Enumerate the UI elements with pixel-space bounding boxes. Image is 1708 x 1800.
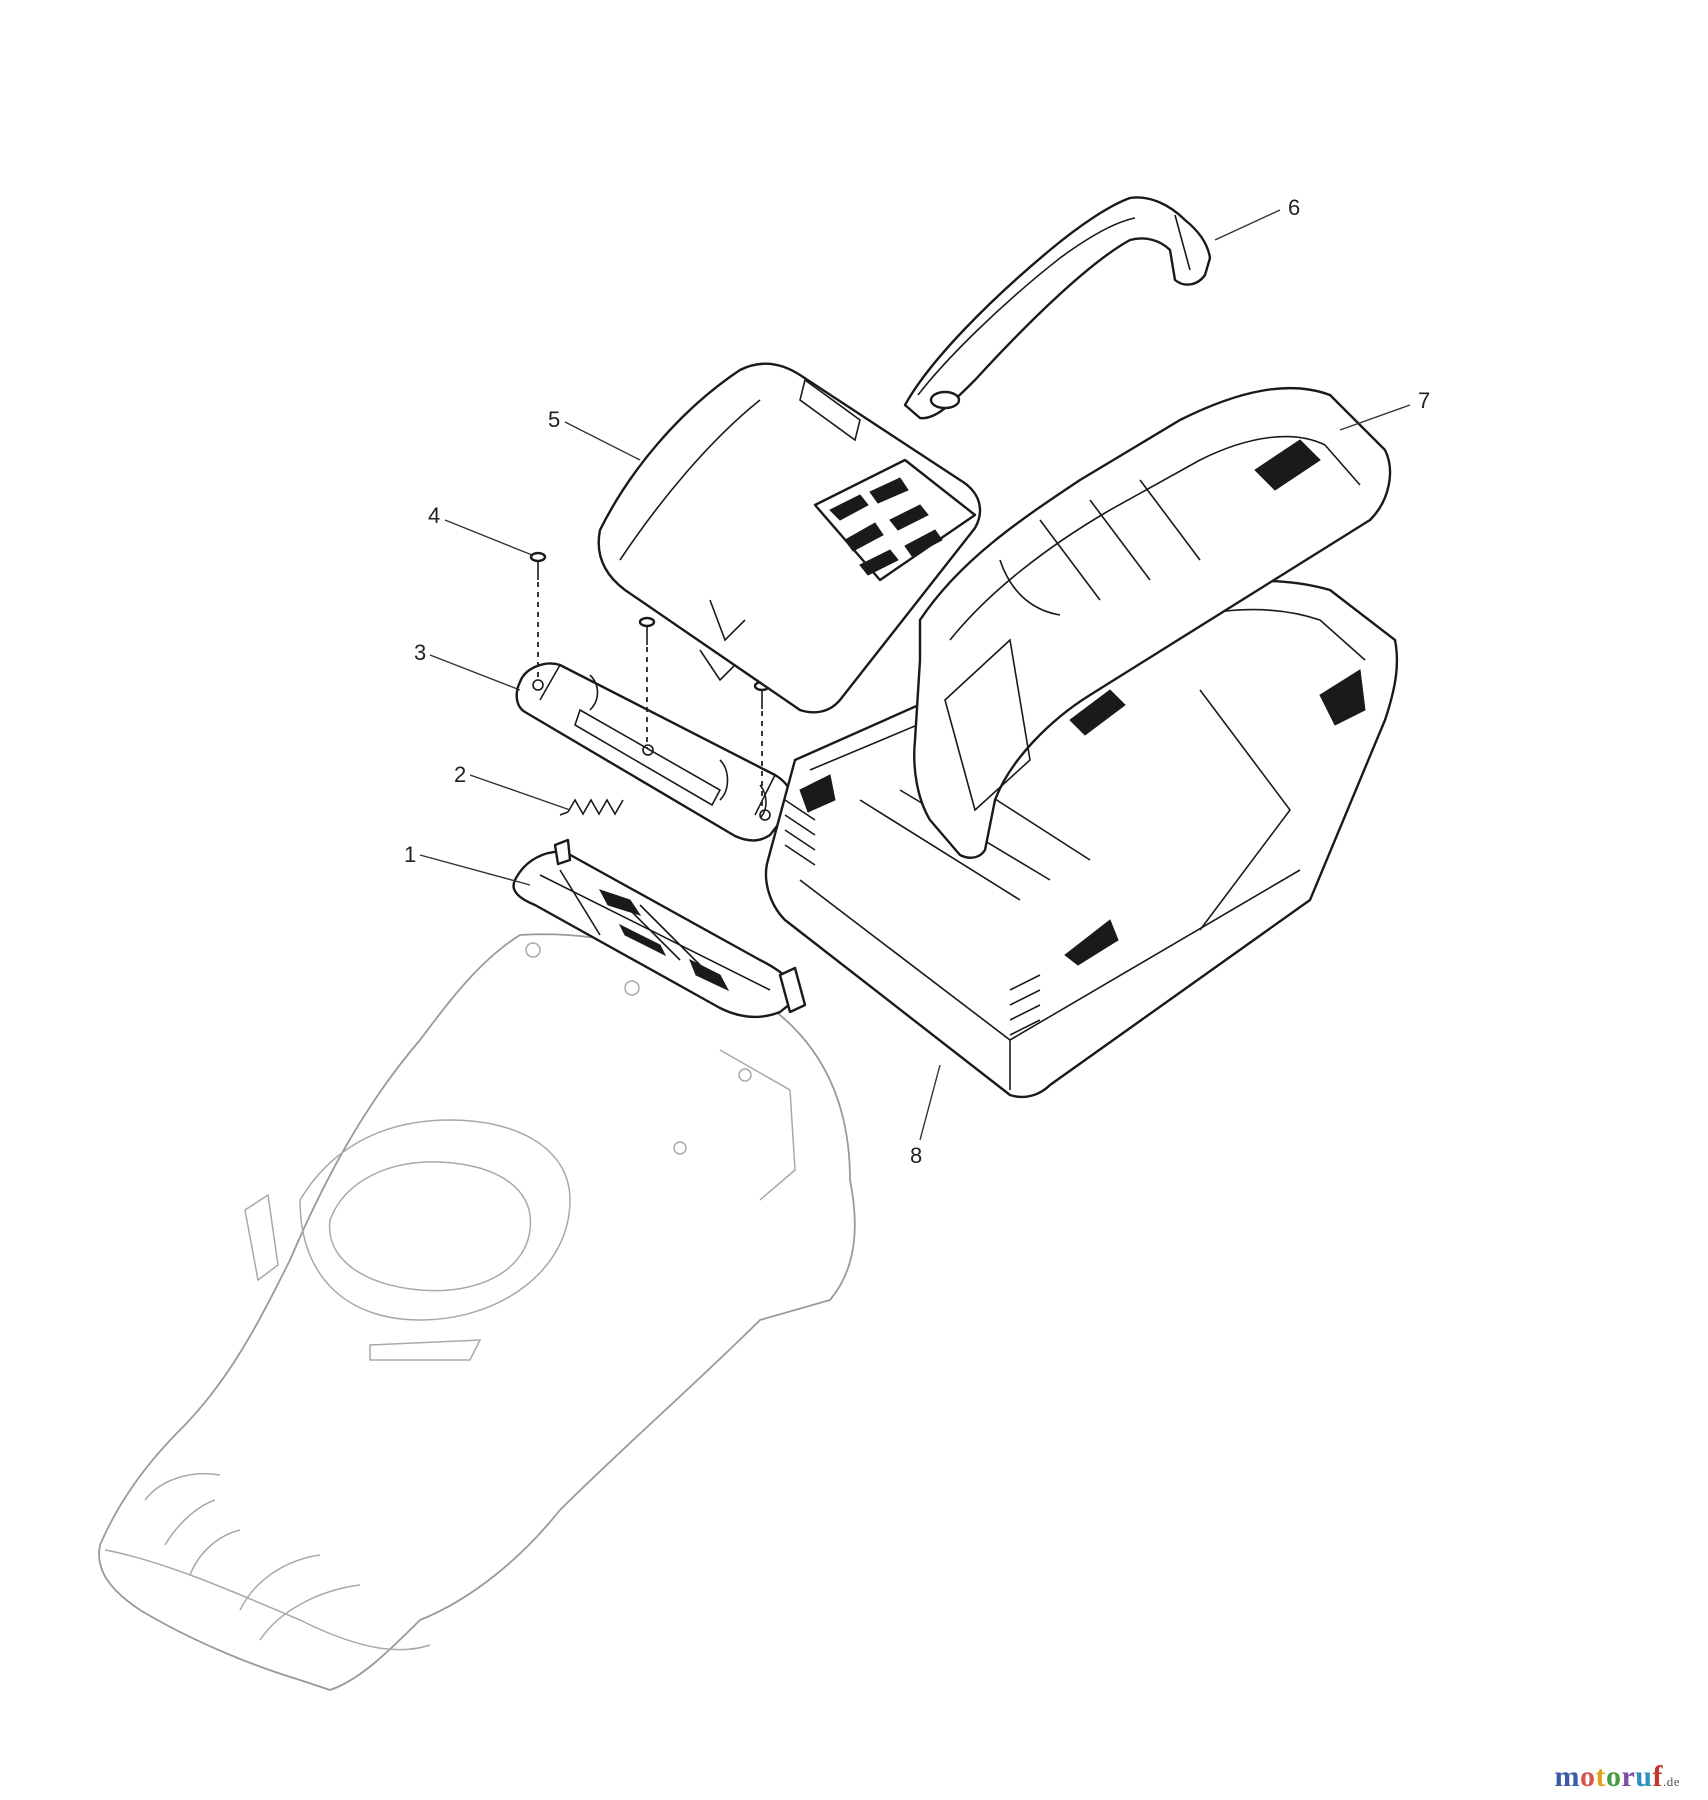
watermark-letter: r bbox=[1621, 1760, 1636, 1793]
watermark-letter: t bbox=[1595, 1760, 1606, 1793]
part-4-screws bbox=[529, 551, 771, 810]
leader-3 bbox=[429, 654, 521, 691]
watermark-logo: motoruf.de bbox=[1554, 1760, 1680, 1794]
part-7-grass-box-top bbox=[913, 386, 1392, 859]
callout-7: 7 bbox=[1418, 388, 1430, 413]
callout-3: 3 bbox=[414, 640, 426, 665]
part-1-rear-flap-mount bbox=[512, 838, 807, 1019]
callout-numbers: 1 2 3 4 5 6 7 8 bbox=[404, 195, 1430, 1168]
watermark-tld: .de bbox=[1662, 1774, 1680, 1789]
callout-8: 8 bbox=[910, 1143, 922, 1168]
leader-6 bbox=[1214, 209, 1281, 241]
callout-4: 4 bbox=[428, 503, 440, 528]
watermark-letter: o bbox=[1579, 1760, 1596, 1793]
leader-2 bbox=[469, 774, 571, 811]
part-5-lid bbox=[597, 362, 982, 714]
watermark-letter: m bbox=[1554, 1760, 1580, 1793]
screw-1 bbox=[529, 551, 547, 580]
part-6-handle bbox=[903, 196, 1212, 420]
callout-6: 6 bbox=[1288, 195, 1300, 220]
screw-2 bbox=[638, 616, 656, 645]
leader-8 bbox=[919, 1064, 941, 1141]
callout-2: 2 bbox=[454, 762, 466, 787]
leader-1 bbox=[419, 854, 531, 886]
watermark-letter: f bbox=[1652, 1760, 1663, 1793]
part-2-spring bbox=[559, 798, 624, 816]
leader-4 bbox=[444, 519, 533, 556]
watermark-letter: u bbox=[1635, 1760, 1653, 1793]
leader-7 bbox=[1339, 404, 1411, 431]
callout-5: 5 bbox=[548, 407, 560, 432]
mower-deck-outline bbox=[98, 933, 856, 1691]
leader-5 bbox=[564, 421, 641, 461]
callout-1: 1 bbox=[404, 842, 416, 867]
part-3-flap bbox=[515, 662, 793, 842]
leader-lines bbox=[419, 209, 1411, 1141]
watermark-letter: o bbox=[1605, 1760, 1622, 1793]
